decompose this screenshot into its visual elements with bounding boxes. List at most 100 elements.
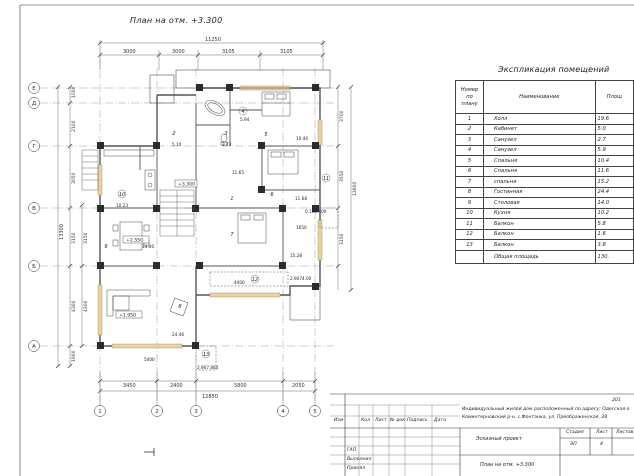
explication-cell-area: 5.0	[594, 123, 634, 135]
tb-role-done: Выполнил	[347, 457, 372, 462]
room-number-13: 13	[203, 352, 209, 358]
dim-bottom-3: 5800	[234, 383, 247, 389]
room-number-10: 10	[119, 192, 125, 198]
explication-cell-area: 19.6	[594, 113, 634, 125]
bed-icon	[261, 91, 291, 117]
tb-hdr-kol: Кол	[361, 418, 371, 423]
room-number-11: 11	[323, 176, 329, 182]
explication-cell-name: Холл	[483, 113, 596, 125]
structural-columns	[97, 84, 319, 349]
explication-cell-area: 14.0	[594, 197, 634, 209]
tb-desc-1: Индивидуальный жилой дом расположенный п…	[462, 407, 630, 412]
top-dimensions	[97, 40, 326, 70]
axis-label-A: А	[32, 344, 36, 350]
room-number-2: 2	[172, 131, 175, 137]
dim-bottom-4: 2050	[292, 383, 305, 389]
explication-cell-name: Балкон	[483, 228, 596, 240]
inner-walls	[100, 88, 320, 267]
explication-cell-n: 8	[455, 186, 484, 198]
tb-desc-2: Коминтерновский р-н, с.Фонтанка, ул. Пре…	[462, 415, 608, 420]
explication-cell-area: 10.4	[594, 155, 634, 167]
level-3300: +3.300	[178, 182, 195, 188]
explication-cell-area: 10.2	[594, 207, 634, 219]
explication-cell-area: 11.6	[594, 165, 634, 177]
axis-lines	[40, 58, 335, 402]
explication-title: Экспликация помещений	[498, 65, 610, 74]
explication-cell-name: Балкон	[483, 218, 596, 230]
explication-cell-area: 3.8	[594, 239, 634, 251]
dim-left-inner-1: 4300	[83, 300, 89, 312]
explication-cell-name: Балкон	[483, 239, 596, 251]
axis-marker-A	[28, 340, 40, 352]
left-dimensions	[55, 84, 85, 369]
area-room-5: 10.46	[296, 136, 308, 141]
dim-left-6: 1900	[71, 350, 77, 362]
room-number-1: 1	[230, 196, 233, 202]
tb-hdr-izm: Изм	[334, 418, 344, 423]
dim-right-1: 3700	[339, 110, 345, 122]
dim-left-5: 4300	[71, 300, 77, 312]
sofa-icon	[106, 289, 151, 317]
axis-label-B: Б	[32, 264, 36, 270]
explication-cell-n: 6	[455, 165, 484, 177]
axis-marker-B	[28, 260, 40, 272]
axis-label-5: 5	[313, 409, 317, 415]
level-2900: 2.9074.00	[290, 276, 312, 281]
room-number-9: 9	[104, 244, 107, 250]
area-1165: 11.65	[232, 170, 244, 175]
area-1528: 15.28	[290, 253, 302, 258]
armchair-icon	[169, 297, 189, 317]
dim-right-overall: 13600	[352, 182, 358, 196]
stair-icon	[81, 149, 195, 237]
level-2907: 2.907.864	[197, 365, 219, 370]
col-area: Площ	[594, 80, 634, 114]
axis-marker-1	[94, 405, 106, 417]
axis-marker-E	[28, 82, 40, 94]
axis-label-2: 2	[155, 409, 159, 415]
toilet-icon	[220, 133, 228, 146]
dim-top-4: 3105	[280, 49, 293, 55]
tb-role-gap: ГАП	[347, 448, 357, 453]
dim-1650: 1650	[296, 225, 307, 230]
tb-hdr-sheet: Лист	[596, 430, 608, 435]
explication-cell-n: 4	[455, 144, 484, 156]
explication-cell-area: 1.6	[594, 228, 634, 240]
explication-cell-name: Санузел	[483, 144, 596, 156]
explication-cell-n: 11	[455, 218, 484, 230]
tb-hdr-date: Дата	[434, 418, 446, 423]
axis-label-4: 4	[281, 409, 285, 415]
dim-left-3: 3050	[71, 172, 77, 184]
explication-cell-n: 9	[455, 197, 484, 209]
dim-top-2: 3000	[172, 49, 185, 55]
dim-left-4: 3150	[71, 232, 77, 244]
explication-cell-n: 12	[455, 228, 484, 240]
explication-cell-name: Кухня	[483, 207, 596, 219]
tb-stage: ЭП	[570, 442, 577, 447]
explication-cell-n: 13	[455, 239, 484, 251]
level-5150: 0.150.400	[305, 209, 327, 214]
bathtub-icon	[204, 100, 226, 116]
dim-left-2: 2100	[71, 120, 77, 132]
room-number-12: 12	[252, 277, 258, 283]
axis-label-3: 3	[194, 409, 198, 415]
bed-icon-3	[237, 212, 267, 244]
area-room-3: 2.73	[222, 142, 232, 147]
col-name: Наименование	[483, 80, 596, 114]
axis-label-E: Е	[32, 86, 36, 92]
axis-marker-4	[277, 405, 289, 417]
dim-bottom-overall: 12850	[202, 394, 218, 400]
explication-cell-name: Спальня	[483, 165, 596, 177]
axis-marker-V	[28, 202, 40, 214]
dim-top-3: 3105	[222, 49, 235, 55]
title-block-frame	[330, 393, 634, 476]
